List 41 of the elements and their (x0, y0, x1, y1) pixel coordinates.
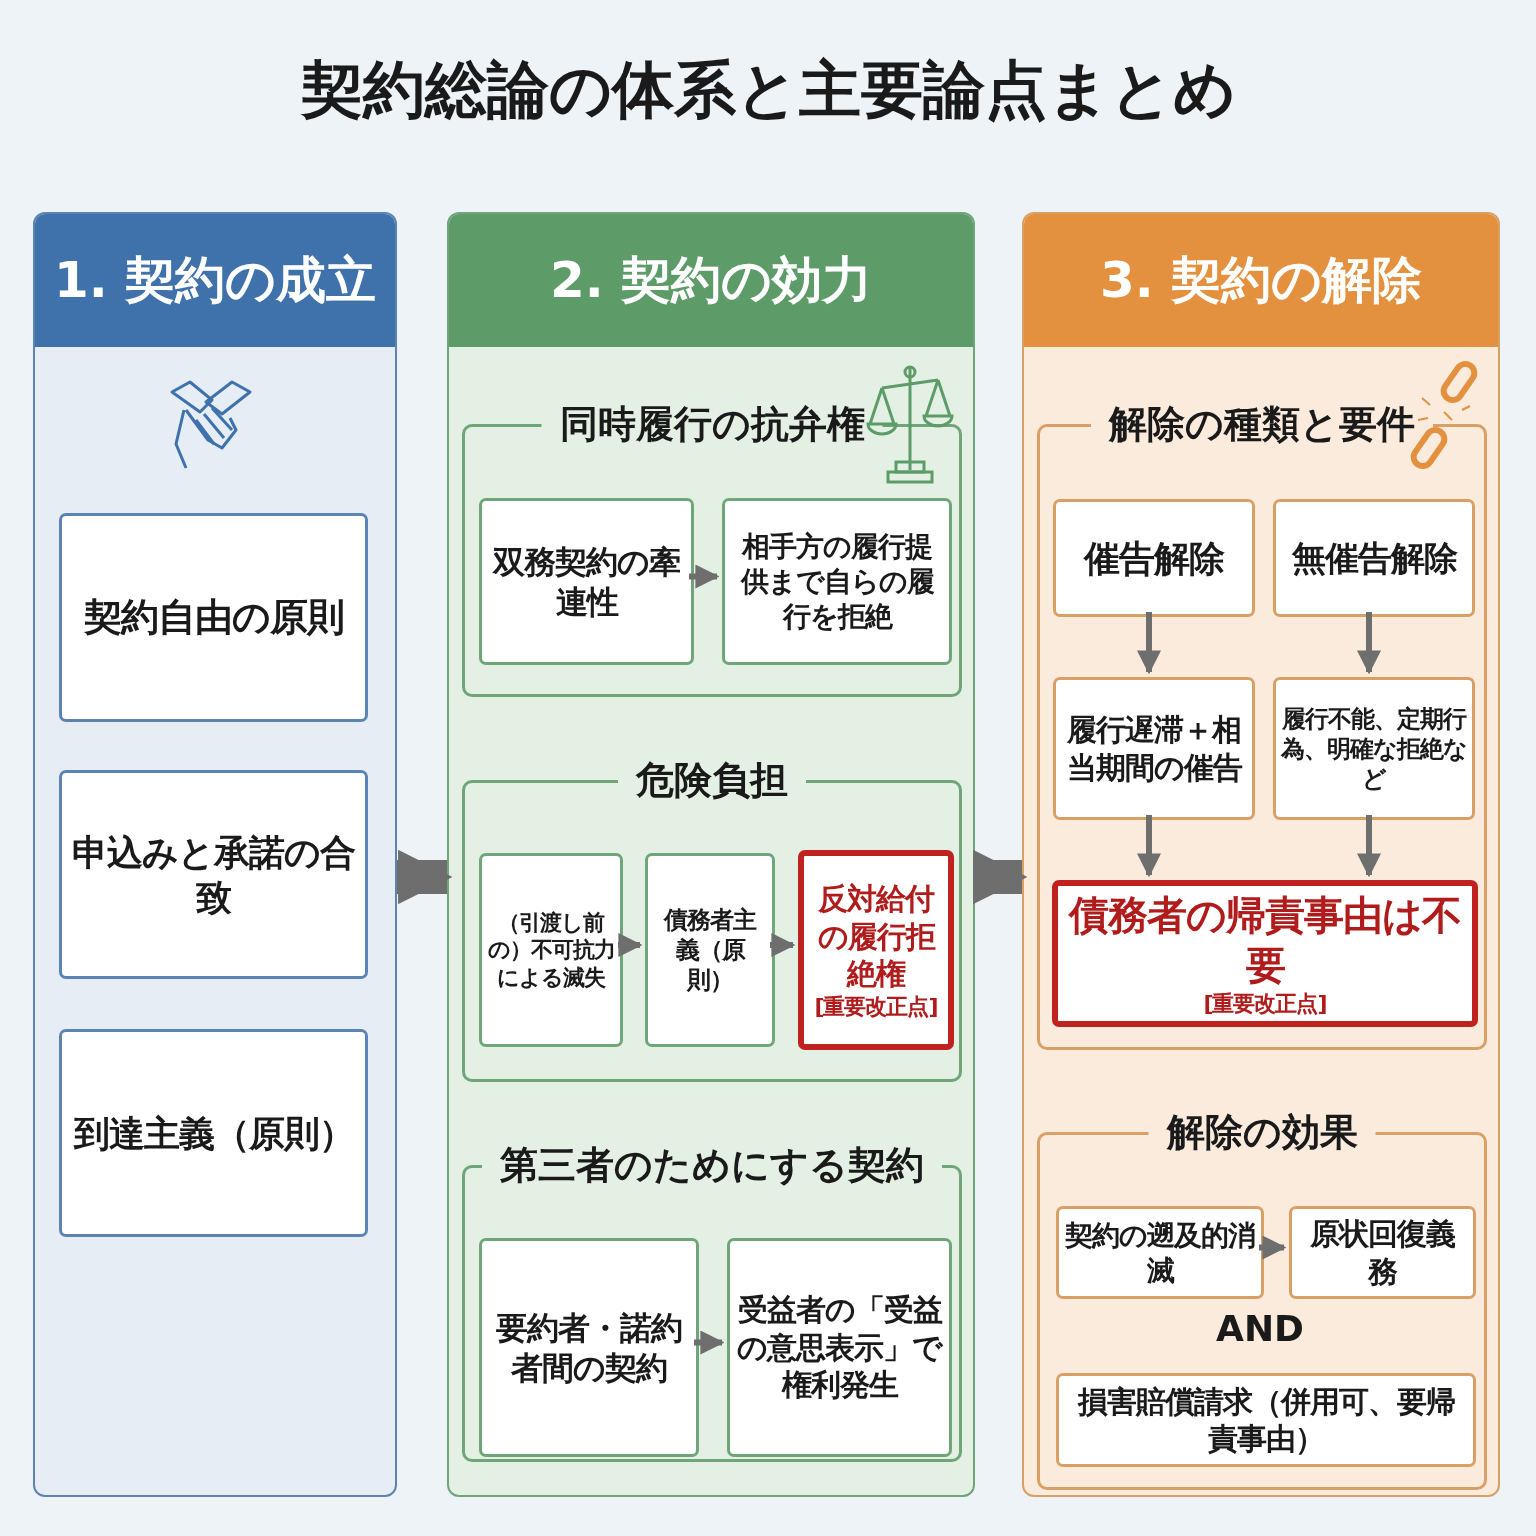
panel-header: 2. 契約の効力 (449, 214, 973, 347)
concept-box: 履行遅滞＋相当期間の催告 (1053, 677, 1255, 820)
concept-box: 受益者の「受益の意思表示」で権利発生 (727, 1238, 952, 1457)
box-text: 債務者の帰責事由は不要 (1067, 890, 1462, 990)
note-text: [重要改正点] (814, 992, 938, 1020)
concept-box: 損害賠償請求（併用可、要帰責事由） (1056, 1373, 1476, 1467)
concept-box: 債務者主義（原則） (645, 853, 775, 1047)
concept-box: 双務契約の牽連性 (479, 498, 694, 665)
concept-box: 到達主義（原則） (59, 1029, 368, 1237)
concept-box: 契約自由の原則 (59, 513, 368, 722)
concept-box: 相手方の履行提供まで自らの履行を拒絶 (722, 498, 952, 665)
note-text: [重要改正点] (1203, 989, 1327, 1018)
column-panel (447, 212, 975, 1497)
arrow (689, 564, 720, 589)
column-panel (33, 212, 397, 1497)
arrow (1137, 815, 1161, 878)
highlight-box (798, 850, 954, 1050)
concept-box: （引渡し前の）不可抗力による滅失 (479, 853, 623, 1047)
panel-header: 3. 契約の解除 (1024, 214, 1498, 347)
arrow (694, 1330, 725, 1355)
highlight-box (1052, 880, 1478, 1027)
arrow (618, 933, 643, 957)
concept-box: 無催告解除 (1273, 499, 1475, 617)
panel-header: 1. 契約の成立 (35, 214, 395, 347)
concept-box: 申込みと承諾の合致 (59, 770, 368, 979)
column-panel (1022, 212, 1500, 1497)
arrow (1137, 612, 1161, 675)
concept-box: 催告解除 (1053, 499, 1255, 617)
arrow (1357, 612, 1381, 675)
block-arrow (397, 849, 453, 905)
concept-box: 原状回復義務 (1289, 1206, 1476, 1299)
arrow (1259, 1235, 1287, 1260)
arrow (770, 933, 796, 957)
conjunction-text: AND (1215, 1308, 1305, 1349)
concept-box: 履行不能、定期行為、明確な拒絶など (1273, 677, 1475, 820)
box-text: 反対給付の履行拒絶権 (816, 880, 936, 993)
arrow (1357, 815, 1381, 878)
page-title: 契約総論の体系と主要論点まとめ (299, 52, 1237, 128)
concept-box: 要約者・諾約者間の契約 (479, 1238, 699, 1457)
block-arrow (973, 849, 1028, 905)
concept-box: 契約の遡及的消滅 (1056, 1206, 1264, 1299)
